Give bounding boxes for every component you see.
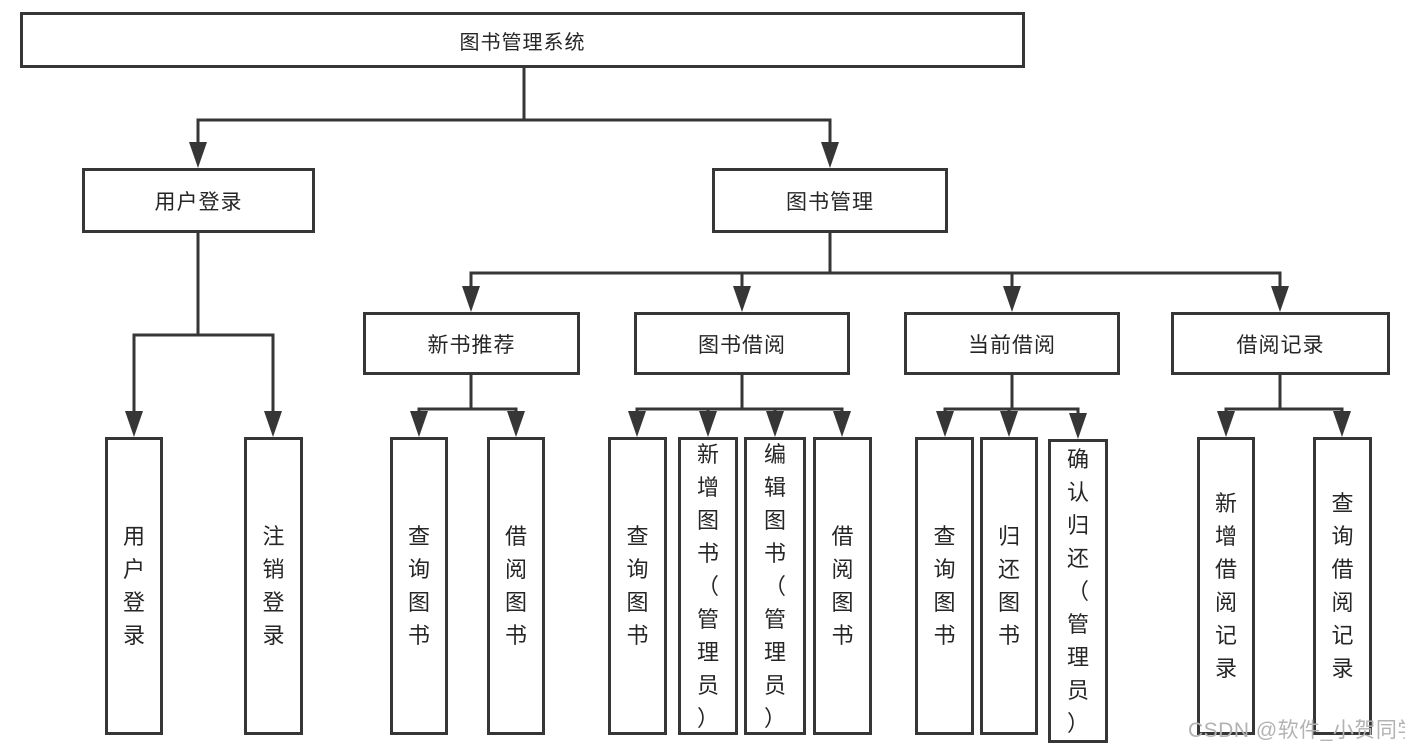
leaf-query-book-label: 查询图书 [407,524,430,648]
leaf-return-book: 归还图书 [980,437,1038,735]
leaf-logout-label: 注销登录 [262,524,285,648]
node-borrow-records: 借阅记录 [1171,312,1390,375]
node-book-borrow: 图书借阅 [634,312,850,375]
leaf-borrow-book: 借阅图书 [487,437,545,735]
leaf-query-book-label: 查询图书 [933,524,956,648]
leaf-edit-book-admin-label: 编辑图书（管理员） [763,441,786,731]
leaf-query-book: 查询图书 [390,437,448,735]
leaf-query-borrow-record-label: 查询借阅记录 [1331,491,1354,681]
node-borrow-records-label: 借阅记录 [1236,333,1325,357]
leaf-add-borrow-record-label: 新增借阅记录 [1214,491,1237,681]
leaf-query-borrow-record: 查询借阅记录 [1313,437,1372,735]
node-new-book-recommend-label: 新书推荐 [427,333,516,357]
node-book-borrow-label: 图书借阅 [698,333,786,357]
node-new-book-recommend: 新书推荐 [363,312,580,375]
leaf-confirm-return-admin-label: 确认归还（管理员） [1066,446,1089,736]
leaf-add-borrow-record: 新增借阅记录 [1197,437,1255,735]
node-user-login: 用户登录 [82,168,315,233]
leaf-return-book-label: 归还图书 [997,524,1020,648]
node-book-management-label: 图书管理 [786,190,874,214]
leaf-borrow-book-label: 借阅图书 [831,524,854,648]
node-library-system: 图书管理系统 [20,12,1025,68]
leaf-query-book-label: 查询图书 [626,524,649,648]
watermark-text: CSDN @软件_小贺同学 [1188,719,1405,742]
leaf-query-book: 查询图书 [608,437,667,735]
leaf-add-book-admin: 新增图书（管理员） [678,437,738,735]
node-user-login-label: 用户登录 [154,190,243,214]
node-library-system-label: 图书管理系统 [459,31,586,54]
leaf-user-login: 用户登录 [105,437,163,735]
leaf-borrow-book: 借阅图书 [813,437,872,735]
leaf-user-login-label: 用户登录 [122,524,145,648]
leaf-confirm-return-admin: 确认归还（管理员） [1048,439,1108,743]
leaf-query-book: 查询图书 [915,437,974,735]
leaf-edit-book-admin: 编辑图书（管理员） [744,437,806,735]
leaf-borrow-book-label: 借阅图书 [504,524,527,648]
node-current-borrow: 当前借阅 [904,312,1120,375]
leaf-add-book-admin-label: 新增图书（管理员） [696,441,719,731]
node-current-borrow-label: 当前借阅 [968,333,1056,357]
node-book-management: 图书管理 [712,168,948,233]
leaf-logout: 注销登录 [244,437,303,735]
